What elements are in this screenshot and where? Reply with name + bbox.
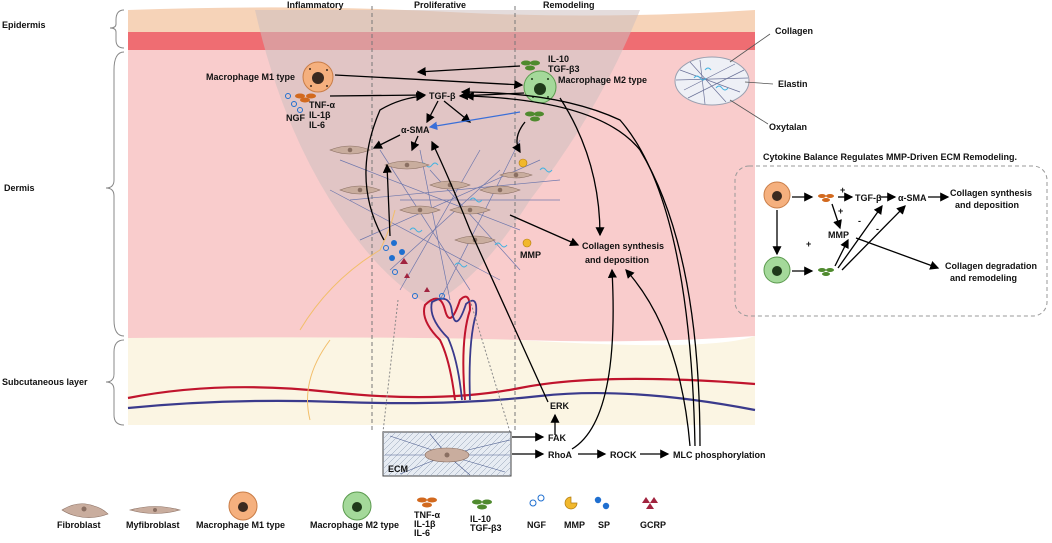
phase-remodeling: Remodeling bbox=[543, 0, 595, 10]
m2-label: Macrophage M2 type bbox=[558, 75, 647, 85]
inset-tgfb-label: TGF-β bbox=[855, 193, 882, 203]
mlc-label: MLC phosphorylation bbox=[673, 450, 766, 460]
tgfb3-label: TGF-β3 bbox=[548, 64, 580, 74]
subcutaneous-layer bbox=[128, 333, 755, 425]
legend-il1b: IL-1β bbox=[414, 519, 436, 529]
green-cytokines-below-m2 bbox=[525, 111, 544, 122]
fibroblast-cells bbox=[329, 145, 533, 245]
inset-plus-2: + bbox=[838, 206, 843, 216]
fiber-inset bbox=[674, 33, 774, 125]
epidermis-label: Epidermis bbox=[2, 20, 46, 30]
tnf-cytokines bbox=[295, 93, 316, 103]
macrophage-m2-cell bbox=[523, 70, 557, 104]
legend-myofibroblast-icon bbox=[128, 506, 182, 514]
elastin-fiber-label: Elastin bbox=[778, 79, 808, 89]
fak-label: FAK bbox=[548, 433, 567, 443]
legend-ngf: NGF bbox=[527, 520, 547, 530]
cytokine-balance-inset bbox=[734, 165, 1048, 317]
il10-label: IL-10 bbox=[548, 54, 569, 64]
rhoa-label: RhoA bbox=[548, 450, 572, 460]
legend-tgfb3: TGF-β3 bbox=[470, 523, 502, 533]
legend-m1: Macrophage M1 type bbox=[196, 520, 285, 530]
legend-gcrp-icon bbox=[642, 497, 658, 509]
wound-artery bbox=[423, 295, 472, 401]
nerve-fiber bbox=[299, 209, 396, 331]
il10-cytokines bbox=[521, 60, 540, 71]
legend-myofibroblast: Myfibroblast bbox=[126, 520, 180, 530]
legend-il10-icon bbox=[472, 499, 492, 510]
subcutaneous-label: Subcutaneous layer bbox=[2, 377, 88, 387]
inset-plus-1: + bbox=[840, 185, 845, 195]
erk-label: ERK bbox=[550, 401, 570, 411]
legend-tnfa: TNF-α bbox=[414, 510, 440, 520]
ngf-label: NGF bbox=[286, 113, 306, 123]
inset-synthesis-label-1: Collagen synthesis bbox=[950, 188, 1032, 198]
legend-m2: Macrophage M2 type bbox=[310, 520, 399, 530]
inset-title: Cytokine Balance Regulates MMP-Driven EC… bbox=[763, 152, 1017, 162]
tnfa-label: TNF-α bbox=[309, 100, 335, 110]
legend-gcrp: GCRP bbox=[640, 520, 666, 530]
il6-label: IL-6 bbox=[309, 120, 325, 130]
legend-sp: SP bbox=[598, 520, 610, 530]
inset-mmp-label: MMP bbox=[828, 230, 849, 240]
il1b-label: IL-1β bbox=[309, 110, 331, 120]
legend-m2-icon bbox=[342, 491, 372, 521]
ngf-dots-wound bbox=[412, 287, 445, 299]
skin-layers bbox=[127, 7, 756, 425]
ngf-near-m1 bbox=[285, 93, 303, 113]
nerve-fiber-2 bbox=[307, 339, 331, 421]
mmp-markers bbox=[518, 158, 532, 248]
phase-proliferative: Proliferative bbox=[414, 0, 466, 10]
legend-mmp-icon bbox=[564, 496, 578, 510]
dermis-label: Dermis bbox=[4, 183, 35, 193]
sp-cluster bbox=[383, 240, 410, 278]
legend-il10: IL-10 bbox=[470, 514, 491, 524]
collagen-synthesis-label-1: Collagen synthesis bbox=[582, 241, 664, 251]
layer-braces bbox=[105, 9, 125, 426]
collagen-synthesis-label-2: and deposition bbox=[585, 255, 649, 265]
asma-label: α-SMA bbox=[401, 125, 430, 135]
tgfb-label: TGF-β bbox=[429, 91, 456, 101]
inset-asma-label: α-SMA bbox=[898, 193, 927, 203]
inset-synthesis-label-2: and deposition bbox=[955, 200, 1019, 210]
legend-fibroblast-icon bbox=[61, 503, 109, 518]
ecm-label: ECM bbox=[388, 464, 408, 474]
legend-tnf-icon bbox=[417, 497, 437, 508]
legend-fibroblast: Fibroblast bbox=[57, 520, 101, 530]
artery-line bbox=[127, 377, 756, 400]
inset-degradation-label-2: and remodeling bbox=[950, 273, 1017, 283]
main-arrows bbox=[329, 65, 701, 459]
ecm-box bbox=[382, 431, 512, 477]
legend bbox=[61, 491, 658, 521]
legend-ngf-icon bbox=[529, 494, 545, 507]
inset-minus-2: - bbox=[876, 224, 879, 234]
phase-inflammatory: Inflammatory bbox=[287, 0, 344, 10]
zoom-line-right bbox=[469, 299, 511, 433]
inset-minus-1: - bbox=[858, 216, 861, 226]
macrophage-m1-cell bbox=[302, 61, 334, 93]
inset-plus-3: + bbox=[806, 239, 811, 249]
legend-il6: IL-6 bbox=[414, 528, 430, 538]
collagen-fiber-label: Collagen bbox=[775, 26, 813, 36]
oxytalan-fiber-label: Oxytalan bbox=[769, 122, 807, 132]
m1-label: Macrophage M1 type bbox=[206, 72, 295, 82]
mmp-label: MMP bbox=[520, 250, 541, 260]
rock-label: ROCK bbox=[610, 450, 637, 460]
legend-m1-icon bbox=[228, 491, 258, 521]
legend-mmp: MMP bbox=[564, 520, 585, 530]
vein-line bbox=[127, 391, 756, 412]
legend-sp-icon bbox=[594, 496, 610, 510]
inset-degradation-label-1: Collagen degradation bbox=[945, 261, 1037, 271]
